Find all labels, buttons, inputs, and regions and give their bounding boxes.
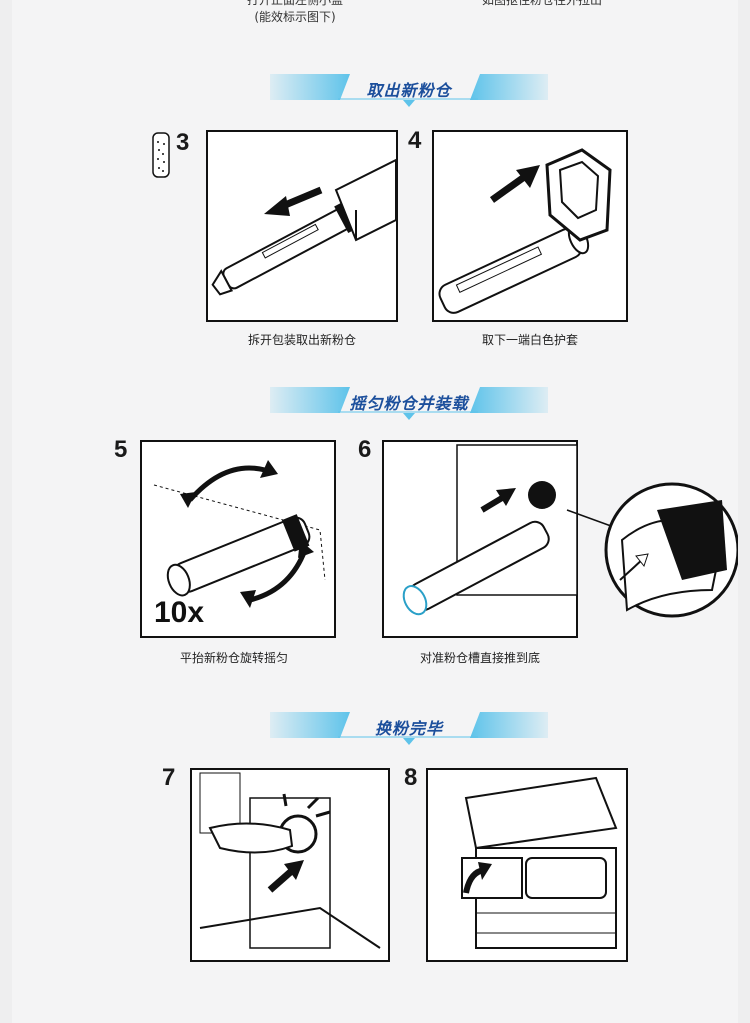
step-number: 6 — [358, 436, 372, 463]
step-number: 4 — [408, 127, 422, 154]
section-title: 取出新粉仓 — [366, 81, 452, 100]
instruction-sheet: 打开正面左侧小盖 (能效标示图下) 如图抠住粉仓往外拉出 取出新粉仓 3 — [12, 0, 738, 1023]
step-5-illustration: 10x — [140, 440, 336, 640]
section-banner-done: 换粉完毕 — [270, 712, 548, 745]
banner-graphic — [270, 74, 548, 100]
banner-graphic — [270, 712, 548, 738]
toner-pack-icon — [152, 132, 170, 178]
down-arrow-icon — [403, 413, 415, 420]
down-arrow-icon — [403, 738, 415, 745]
step-7-illustration — [190, 768, 390, 962]
step-number: 5 — [114, 436, 128, 463]
step-3-illustration — [206, 130, 398, 322]
top-right-caption: 如图抠住粉仓往外拉出 — [442, 0, 642, 9]
section-title: 摇匀粉仓并装载 — [349, 394, 469, 413]
step-number: 3 — [176, 129, 190, 156]
step-6-illustration — [382, 440, 738, 640]
step-caption: 拆开包装取出新粉仓 — [247, 333, 356, 347]
down-arrow-icon — [403, 100, 415, 107]
shake-count-badge: 10x — [154, 596, 204, 629]
top-left-line1: 打开正面左侧小盖 — [246, 0, 343, 7]
top-left-caption: 打开正面左侧小盖 (能效标示图下) — [220, 0, 370, 26]
step-8-illustration — [426, 768, 628, 962]
step-number: 8 — [404, 764, 418, 791]
top-right-line1: 如图抠住粉仓往外拉出 — [481, 0, 602, 7]
section-banner-shake-install: 摇匀粉仓并装载 — [270, 387, 548, 420]
section-title: 换粉完毕 — [374, 719, 443, 738]
section-banner-take-out: 取出新粉仓 — [270, 74, 548, 107]
step-caption: 对准粉仓槽直接推到底 — [419, 651, 540, 665]
top-left-line2: (能效标示图下) — [254, 10, 336, 24]
banner-graphic — [270, 387, 548, 413]
step-4-illustration — [432, 130, 628, 322]
step-caption: 平抬新粉仓旋转摇匀 — [179, 651, 288, 665]
step-number: 7 — [162, 764, 176, 791]
step-caption: 取下一端白色护套 — [481, 333, 578, 347]
